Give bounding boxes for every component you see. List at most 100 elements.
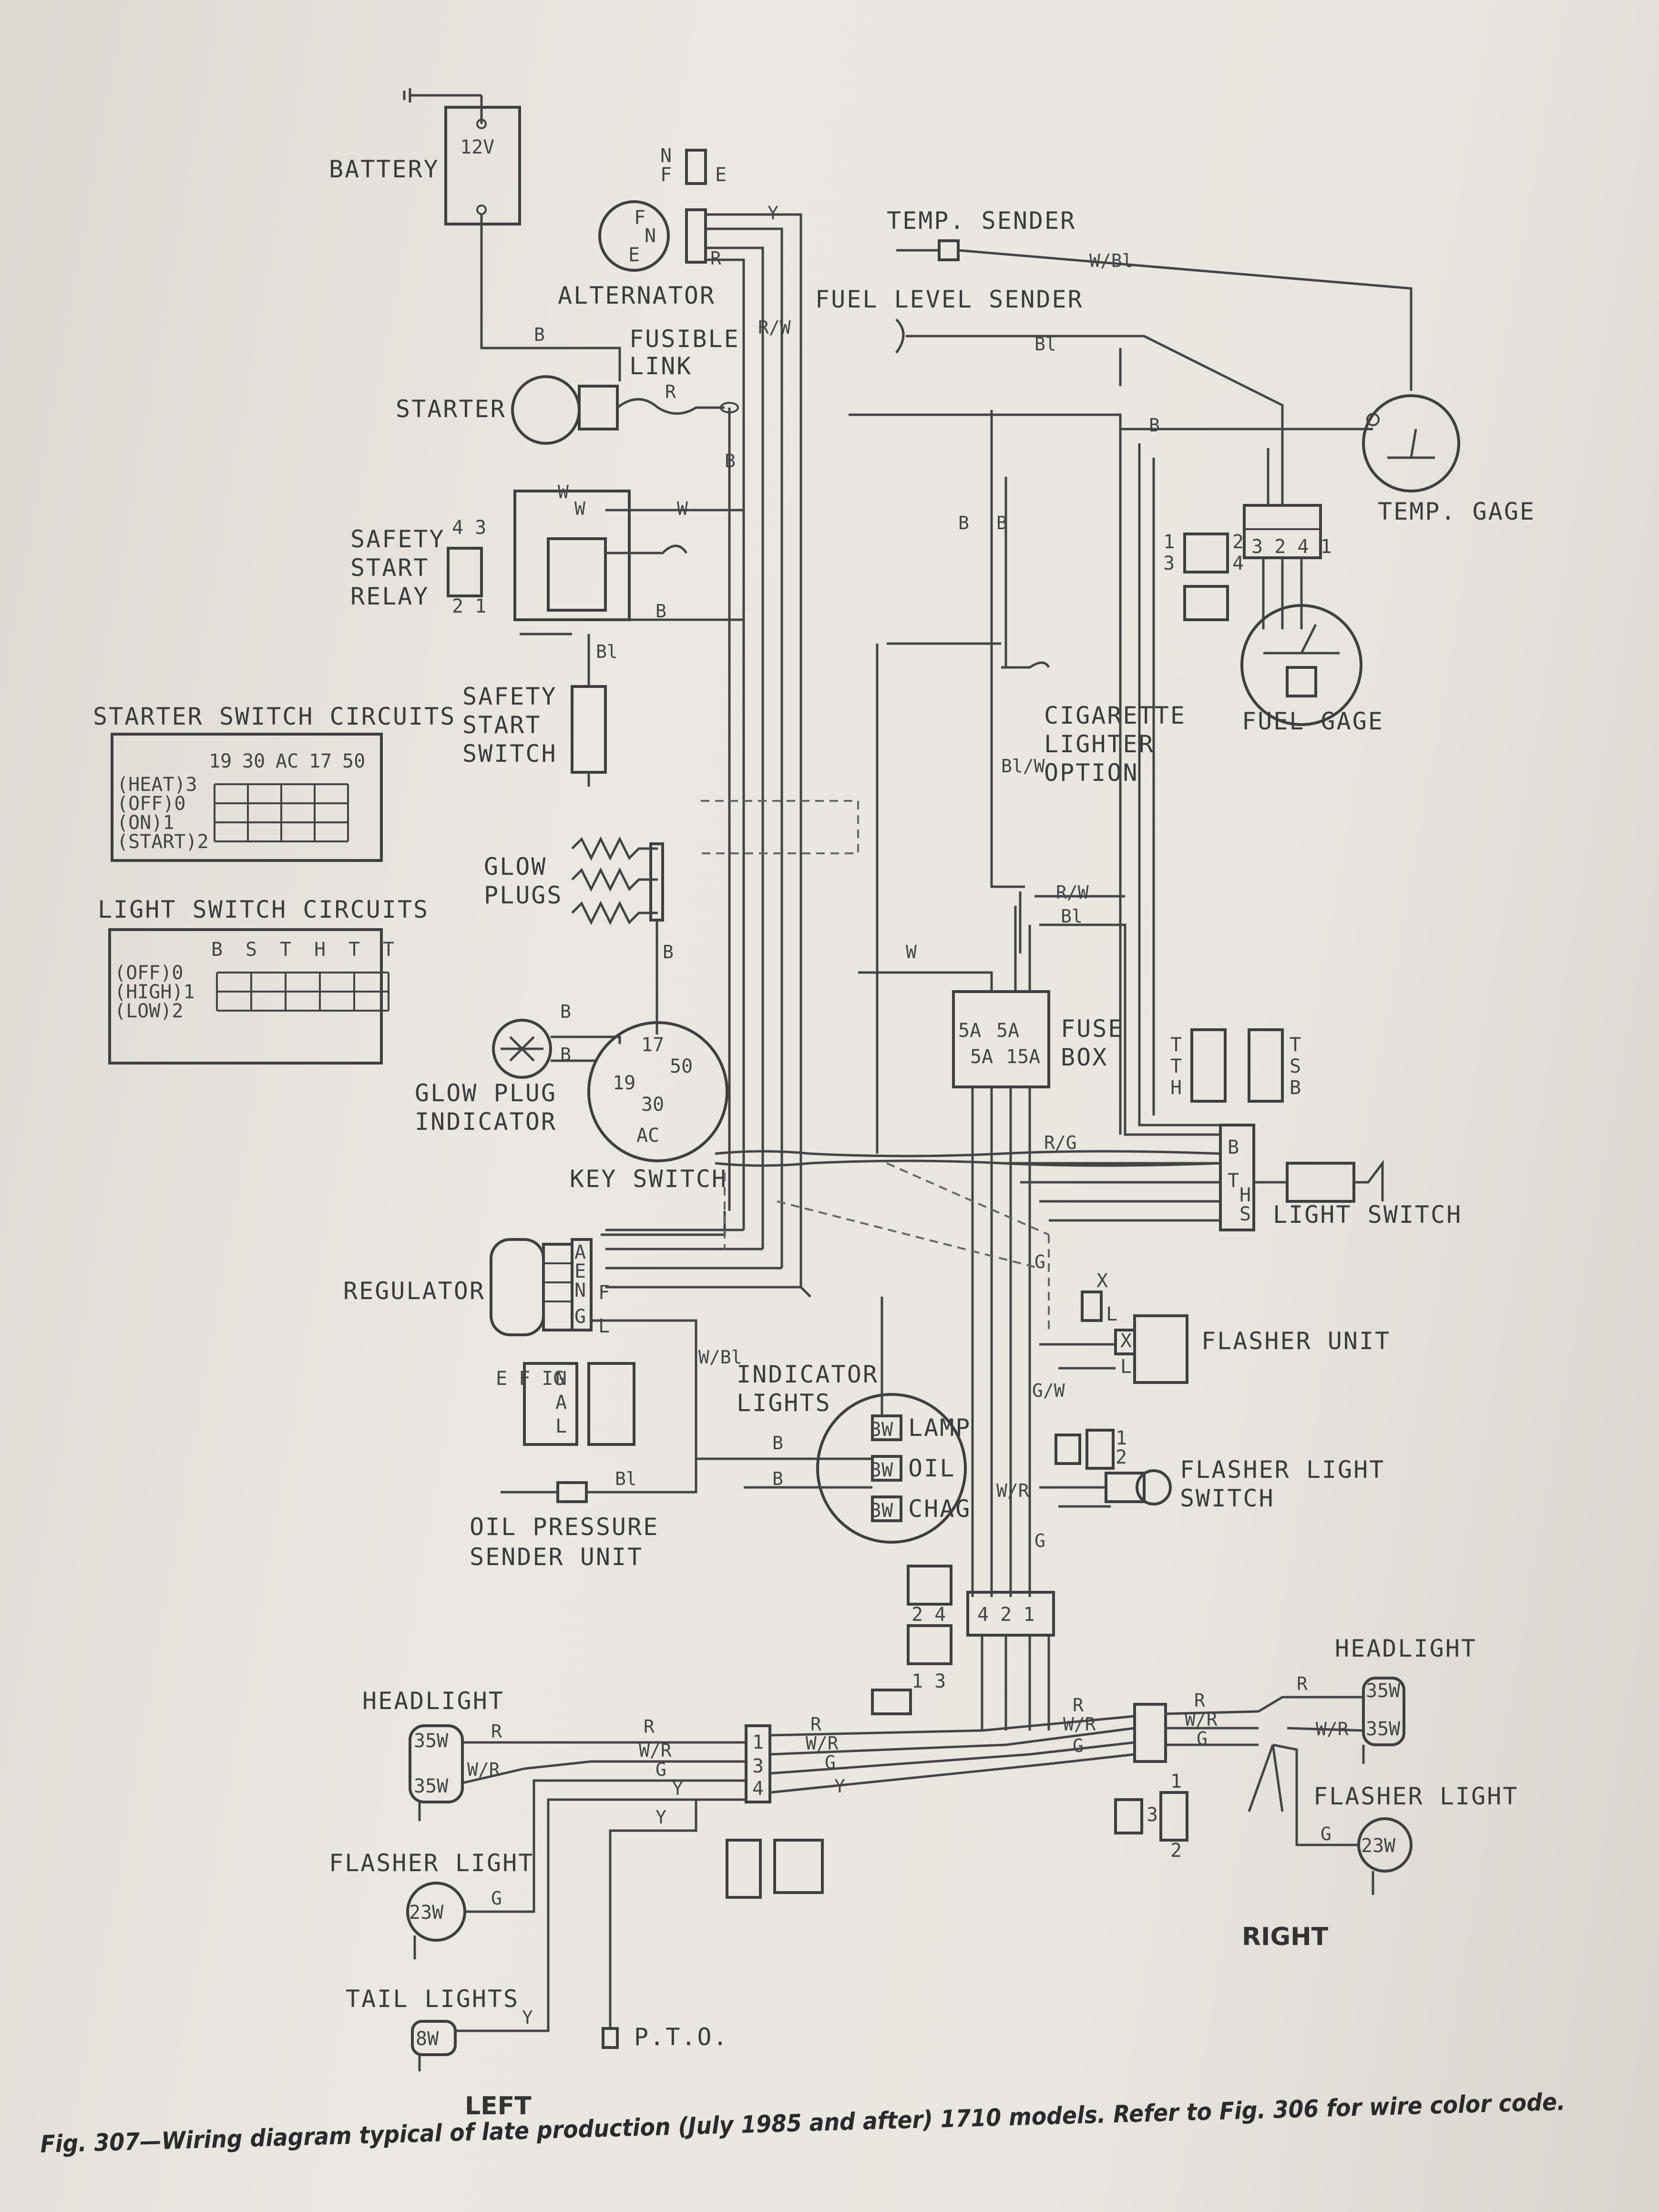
key-switch: 17 50 19 30 AC (587, 1021, 728, 1162)
svg-text:W: W (677, 498, 688, 519)
svg-text:B: B (725, 451, 736, 471)
table-column-header: T (280, 939, 291, 961)
table-row-label: (LOW)2 (114, 1000, 184, 1022)
svg-text:E: E (628, 244, 640, 266)
svg-text:30: 30 (641, 1094, 664, 1116)
flasher-light-switch: 1 2 (1039, 1427, 1172, 1508)
svg-text:B: B (663, 942, 674, 963)
fusible-link-label: FUSIBLE (629, 325, 740, 353)
svg-text:B: B (772, 1433, 783, 1454)
svg-text:1: 1 (1163, 531, 1175, 553)
temp-gage-label: TEMP. GAGE (1378, 498, 1536, 525)
table-column-header: 50 (342, 750, 365, 772)
key-switch-label: KEY SWITCH (570, 1165, 727, 1193)
glow-plugs-label-1: GLOW (484, 853, 547, 881)
svg-text:4: 4 (752, 1778, 764, 1800)
cigarette-lighter (876, 410, 1220, 1154)
pto-label: P.T.O. (634, 2023, 729, 2051)
svg-text:Y: Y (672, 1778, 683, 1799)
svg-text:2: 2 (1232, 531, 1244, 553)
svg-text:N: N (660, 145, 672, 167)
svg-text:23W: 23W (409, 1902, 444, 1924)
svg-text:W: W (558, 481, 569, 502)
svg-text:S: S (1239, 1203, 1251, 1225)
svg-text:W/R: W/R (467, 1759, 500, 1780)
table-row-label: (OFF)0 (117, 793, 186, 815)
svg-text:B: B (1149, 415, 1160, 436)
fuse-box-label-2: BOX (1061, 1044, 1108, 1071)
svg-text:Bl/W: Bl/W (1001, 756, 1045, 777)
svg-text:R: R (491, 1721, 502, 1742)
table-column-header: AC (276, 750, 298, 772)
table-column-header: H (314, 939, 326, 961)
svg-text:E: E (715, 164, 727, 186)
flasher-right-label: FLASHER LIGHT (1313, 1782, 1518, 1810)
flasher-unit: X L X L (1039, 1270, 1188, 1384)
svg-text:R/W: R/W (758, 317, 791, 338)
svg-text:T: T (1170, 1034, 1182, 1056)
main-harness (601, 213, 1221, 1298)
flasher-light-right: 23W (1248, 1743, 1413, 1895)
svg-text:R/G: R/G (1044, 1132, 1077, 1153)
svg-text:5A: 5A (958, 1020, 981, 1042)
svg-text:19: 19 (613, 1072, 635, 1094)
svg-text:R: R (644, 1716, 655, 1737)
svg-text:W/R: W/R (639, 1740, 672, 1761)
svg-text:T: T (1170, 1055, 1182, 1077)
svg-text:35W: 35W (1366, 1680, 1401, 1702)
ops-label-1: OIL PRESSURE (470, 1513, 659, 1541)
alternator-label: ALTERNATOR (558, 282, 716, 309)
svg-text:S: S (1290, 1055, 1301, 1077)
svg-text:1 3: 1 3 (911, 1670, 946, 1692)
headlight-right-label: HEADLIGHT (1335, 1635, 1477, 1662)
table-column-header: T (383, 939, 394, 961)
light-switch: B T H S (1001, 1124, 1384, 1231)
svg-text:G: G (825, 1752, 836, 1773)
svg-text:R/W: R/W (1056, 882, 1089, 903)
svg-text:Bl: Bl (1034, 334, 1056, 355)
tail-lights-label: TAIL LIGHTS (346, 1985, 519, 2013)
headlight-left-label: HEADLIGHT (362, 1687, 504, 1715)
oil-pressure-sender (501, 1459, 697, 1503)
svg-text:50: 50 (670, 1055, 693, 1077)
svg-text:L: L (1106, 1303, 1117, 1325)
headlight-left: 35W 35W (409, 1724, 592, 1821)
svg-text:W/R: W/R (996, 1480, 1029, 1501)
svg-text:2: 2 (1170, 1840, 1182, 1862)
svg-text:L: L (1120, 1356, 1132, 1378)
table-row-label: (START)2 (117, 831, 209, 853)
svg-text:N: N (645, 225, 656, 247)
svg-text:35W: 35W (414, 1775, 449, 1797)
table-row-label: (HEAT)3 (117, 774, 197, 796)
svg-text:W/R: W/R (1063, 1714, 1096, 1735)
svg-text:N: N (574, 1280, 586, 1301)
left-label: LEFT (465, 2092, 532, 2120)
connector-a (726, 1839, 762, 1899)
alternator: F N E N F E (598, 145, 727, 272)
glow-plugs (571, 836, 664, 1034)
temp-gage (1362, 394, 1460, 492)
cig-label-2: LIGHTER (1044, 730, 1155, 758)
svg-text:R: R (710, 248, 721, 269)
svg-text:G: G (1034, 1251, 1045, 1272)
svg-text:5A: 5A (996, 1020, 1019, 1042)
svg-text:3: 3 (752, 1755, 764, 1777)
svg-text:F: F (660, 164, 672, 186)
svg-text:L: L (598, 1315, 610, 1337)
lamp-label: LAMP (908, 1414, 971, 1442)
svg-text:H: H (1239, 1184, 1251, 1206)
svg-text:3: 3 (1163, 553, 1175, 574)
regulator-label: REGULATOR (343, 1277, 485, 1305)
connector-b (773, 1839, 824, 1894)
lower-harness: 1 3 4 (591, 1703, 1259, 1803)
svg-text:5A: 5A (970, 1046, 993, 1068)
connector-c: 1 3 2 (1114, 1771, 1188, 1862)
glow-plug-indicator (492, 1019, 621, 1079)
svg-text:2 4: 2 4 (911, 1604, 946, 1626)
svg-text:1: 1 (1170, 1771, 1182, 1792)
tail-lights: 8W (411, 1798, 591, 2071)
cig-label-3: OPTION (1044, 759, 1139, 787)
flasher-unit-label: FLASHER UNIT (1201, 1327, 1391, 1355)
